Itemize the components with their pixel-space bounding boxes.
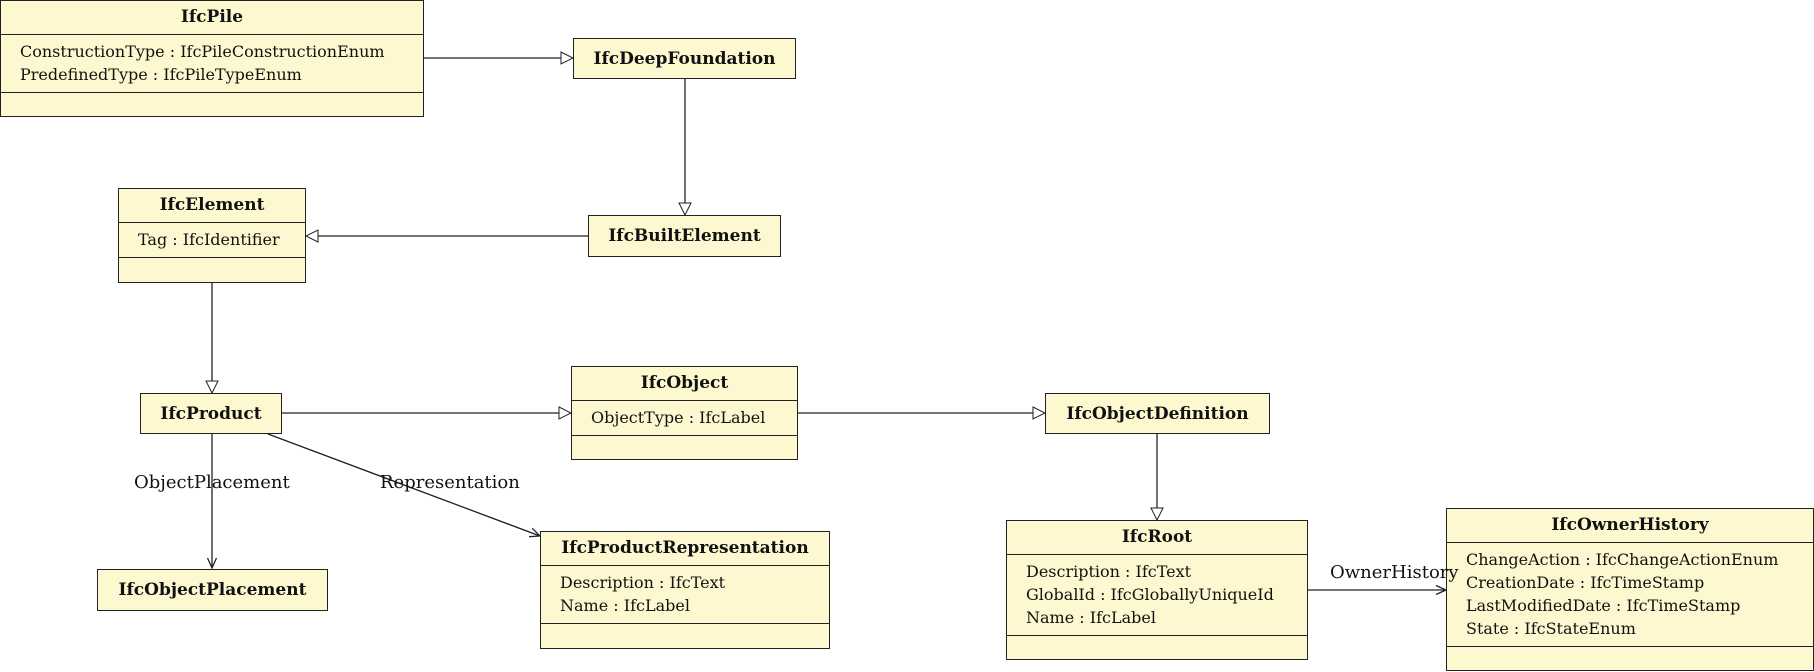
attribute-globalid: GlobalId : IfcGloballyUniqueId (1026, 585, 1274, 604)
attribute-constructiontype: ConstructionType : IfcPileConstructionEn… (20, 42, 385, 61)
class-ifcobjectplacement: IfcObjectPlacement (97, 569, 328, 611)
class-ifcroot-name: IfcRoot (1007, 521, 1307, 555)
class-ifcroot-attributes: Description : IfcText GlobalId : IfcGlob… (1007, 555, 1307, 636)
class-ifcobject-name: IfcObject (572, 367, 797, 401)
class-ifcdeepfoundation: IfcDeepFoundation (573, 38, 796, 79)
class-ifcroot: IfcRoot Description : IfcText GlobalId :… (1006, 520, 1308, 660)
class-ifcownerhistory-attributes: ChangeAction : IfcChangeActionEnum Creat… (1447, 543, 1813, 647)
attribute-state: State : IfcStateEnum (1466, 619, 1636, 638)
attribute-objecttype: ObjectType : IfcLabel (591, 408, 766, 427)
class-ifcproductrepresentation-attributes: Description : IfcText Name : IfcLabel (541, 566, 829, 624)
class-ifcbuiltelement-name: IfcBuiltElement (608, 226, 761, 246)
class-ifcpile-attributes: ConstructionType : IfcPileConstructionEn… (1, 35, 423, 93)
attribute-predefinedtype: PredefinedType : IfcPileTypeEnum (20, 65, 302, 84)
class-ifcobject-attributes: ObjectType : IfcLabel (572, 401, 797, 436)
association-label-objectplacement: ObjectPlacement (134, 472, 290, 493)
attribute-changeaction: ChangeAction : IfcChangeActionEnum (1466, 550, 1779, 569)
attribute-name: Name : IfcLabel (1026, 608, 1156, 627)
association-label-representation: Representation (380, 472, 520, 493)
attribute-description: Description : IfcText (560, 573, 726, 592)
association-label-ownerhistory: OwnerHistory (1330, 562, 1459, 583)
attribute-creationdate: CreationDate : IfcTimeStamp (1466, 573, 1705, 592)
class-ifcproduct: IfcProduct (140, 393, 282, 434)
class-ifcproduct-name: IfcProduct (160, 403, 262, 424)
class-ifcproductrepresentation-name: IfcProductRepresentation (541, 532, 829, 566)
class-ifcelement-name: IfcElement (119, 189, 305, 223)
class-ifcownerhistory-name: IfcOwnerHistory (1447, 509, 1813, 543)
class-ifcobjectplacement-name: IfcObjectPlacement (118, 580, 307, 600)
attribute-tag: Tag : IfcIdentifier (138, 230, 280, 249)
class-ifcobjectdefinition-name: IfcObjectDefinition (1066, 403, 1249, 424)
class-ifcownerhistory: IfcOwnerHistory ChangeAction : IfcChange… (1446, 508, 1814, 671)
attribute-name: Name : IfcLabel (560, 596, 690, 615)
class-ifcbuiltelement: IfcBuiltElement (588, 215, 781, 257)
class-ifcobjectdefinition: IfcObjectDefinition (1045, 393, 1270, 434)
class-ifcpile-name: IfcPile (1, 1, 423, 35)
class-ifcdeepfoundation-name: IfcDeepFoundation (593, 48, 776, 69)
attribute-lastmodifieddate: LastModifiedDate : IfcTimeStamp (1466, 596, 1741, 615)
attribute-description: Description : IfcText (1026, 562, 1192, 581)
class-ifcpile: IfcPile ConstructionType : IfcPileConstr… (0, 0, 424, 117)
class-ifcproductrepresentation: IfcProductRepresentation Description : I… (540, 531, 830, 649)
class-ifcobject: IfcObject ObjectType : IfcLabel (571, 366, 798, 460)
class-ifcelement-attributes: Tag : IfcIdentifier (119, 223, 305, 258)
class-ifcelement: IfcElement Tag : IfcIdentifier (118, 188, 306, 283)
